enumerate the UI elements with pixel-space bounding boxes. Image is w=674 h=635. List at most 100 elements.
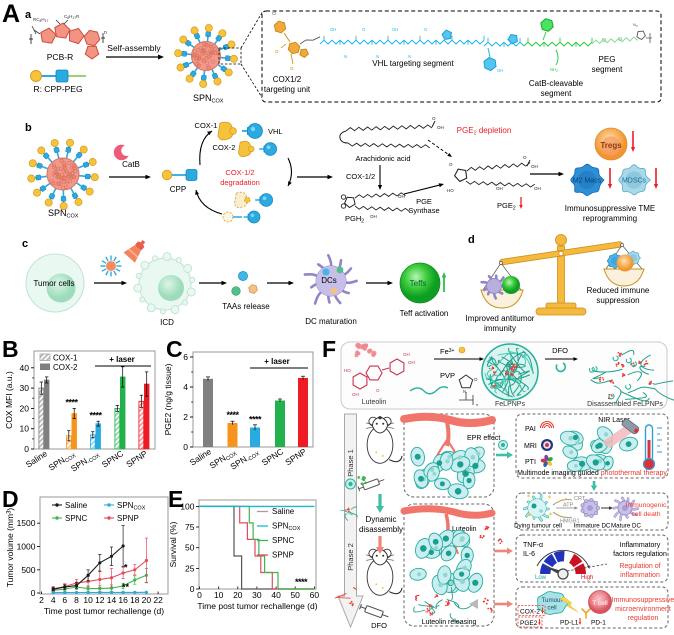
svg-text:25: 25 (185, 563, 195, 573)
svg-text:DFO: DFO (371, 621, 387, 630)
svg-text:SPNC: SPNC (272, 536, 294, 545)
svg-text:O: O (432, 116, 436, 121)
svg-text:Tumour: Tumour (541, 597, 562, 604)
svg-text:HO: HO (344, 368, 351, 373)
svg-text:CPP: CPP (170, 185, 186, 194)
svg-text:COX-1/2: COX-1/2 (346, 172, 375, 181)
svg-text:Immature DC: Immature DC (574, 523, 611, 530)
svg-text:COX1/2: COX1/2 (273, 75, 302, 84)
svg-text:CatB: CatB (122, 160, 140, 169)
svg-text:COX MFI (a.u.): COX MFI (a.u.) (4, 371, 14, 429)
svg-text:0: 0 (190, 584, 195, 594)
svg-text:8: 8 (74, 595, 79, 605)
svg-text:Survival (%): Survival (%) (168, 521, 178, 567)
svg-text:****: **** (89, 411, 102, 421)
svg-text:1500: 1500 (17, 518, 36, 528)
svg-text:N: N (344, 54, 347, 59)
svg-text:Low: Low (535, 575, 547, 581)
svg-text:Tumor cells: Tumor cells (33, 279, 74, 288)
svg-text:A: A (2, 0, 20, 28)
svg-text:OH: OH (370, 214, 377, 219)
svg-text:12: 12 (95, 595, 105, 605)
svg-text:6: 6 (62, 595, 67, 605)
svg-text:Mature DC: Mature DC (611, 523, 641, 530)
svg-text:targeting unit: targeting unit (264, 85, 311, 94)
svg-text:R: CPP-PEG: R: CPP-PEG (33, 84, 82, 94)
svg-text:PVP: PVP (440, 371, 455, 380)
svg-text:Immunosuppressive: Immunosuppressive (612, 597, 674, 604)
svg-text:14: 14 (107, 595, 117, 605)
svg-text:Luteolin releasing: Luteolin releasing (422, 619, 477, 626)
svg-text:10: 10 (214, 590, 224, 600)
svg-text:segment: segment (592, 65, 623, 74)
svg-text:0: 0 (197, 590, 202, 600)
svg-text:Inflammatory: Inflammatory (620, 542, 661, 549)
svg-text:0: 0 (31, 588, 36, 598)
svg-text:✶: ✶ (547, 494, 552, 501)
svg-text:100: 100 (180, 501, 194, 511)
svg-text:Time post tumor rechallenge (d: Time post tumor rechallenge (d) (197, 601, 317, 611)
svg-text:microenvironment: microenvironment (615, 606, 671, 613)
svg-text:75: 75 (185, 522, 195, 532)
svg-text:Saline: Saline (65, 501, 88, 510)
svg-text:Cl: Cl (272, 11, 276, 16)
svg-text:40: 40 (271, 590, 281, 600)
svg-text:inflammation: inflammation (620, 572, 660, 579)
svg-text:PCB-R: PCB-R (47, 52, 73, 62)
svg-text:n: n (104, 30, 107, 36)
svg-text:OH: OH (531, 164, 538, 169)
svg-text:50: 50 (185, 543, 195, 553)
svg-text:****: **** (226, 410, 239, 420)
svg-text:50: 50 (290, 590, 300, 600)
svg-text:4: 4 (51, 595, 56, 605)
svg-text:HO: HO (447, 188, 454, 193)
svg-text:Tregs: Tregs (600, 141, 622, 150)
svg-text:20: 20 (20, 403, 30, 413)
svg-text:degradation: degradation (220, 178, 260, 187)
svg-text:✶: ✶ (526, 493, 531, 500)
svg-text:OH: OH (408, 360, 415, 365)
svg-text:MRI: MRI (524, 443, 537, 450)
svg-text:OH: OH (534, 186, 541, 191)
svg-text:O: O (474, 377, 478, 382)
svg-text:B: B (2, 336, 19, 362)
svg-text:Immunosuppressive TME: Immunosuppressive TME (565, 204, 656, 213)
svg-text:Self-assembly: Self-assembly (107, 43, 161, 53)
svg-text:n: n (476, 402, 478, 407)
svg-text:suppression: suppression (596, 296, 639, 305)
svg-text:O: O (523, 155, 527, 160)
svg-text:10: 10 (20, 424, 30, 434)
svg-text:0: 0 (24, 444, 29, 454)
svg-text:a: a (25, 9, 32, 21)
svg-text:500: 500 (21, 565, 35, 575)
svg-text:SPNP: SPNP (272, 551, 294, 560)
svg-text:6: 6 (183, 352, 188, 362)
svg-text:PD-1: PD-1 (591, 620, 606, 627)
svg-text:b: b (25, 122, 32, 134)
svg-text:O: O (449, 162, 453, 167)
svg-text:FeLPNPs: FeLPNPs (495, 401, 525, 408)
svg-text:Arachidonic acid: Arachidonic acid (355, 154, 410, 163)
svg-text:TAAs release: TAAs release (222, 302, 270, 311)
svg-text:SPNC: SPNC (65, 514, 87, 523)
svg-text:c: c (22, 238, 28, 250)
svg-text:2: 2 (39, 595, 44, 605)
svg-text:PGE2: PGE2 (520, 620, 538, 627)
svg-text:Teff activation: Teff activation (400, 309, 449, 318)
svg-text:PAI: PAI (525, 426, 536, 433)
svg-text:Improved antitumor: Improved antitumor (466, 314, 535, 323)
svg-text:TNF-α: TNF-α (523, 542, 543, 549)
svg-text:60: 60 (310, 590, 320, 600)
svg-text:factors regulation: factors regulation (613, 551, 667, 558)
svg-text:+ laser: + laser (264, 357, 290, 366)
svg-text:OH: OH (330, 27, 336, 32)
svg-text:Disassembled FeLPNPs: Disassembled FeLPNPs (587, 401, 663, 408)
svg-text:22: 22 (153, 595, 163, 605)
svg-text:****: **** (295, 577, 308, 587)
svg-text:✶: ✶ (548, 511, 553, 518)
svg-text:****: **** (65, 397, 78, 407)
svg-text:Teffs: Teffs (410, 279, 427, 288)
svg-text:disassembly: disassembly (359, 525, 403, 534)
svg-text:O: O (290, 66, 294, 71)
svg-text:16: 16 (118, 595, 128, 605)
